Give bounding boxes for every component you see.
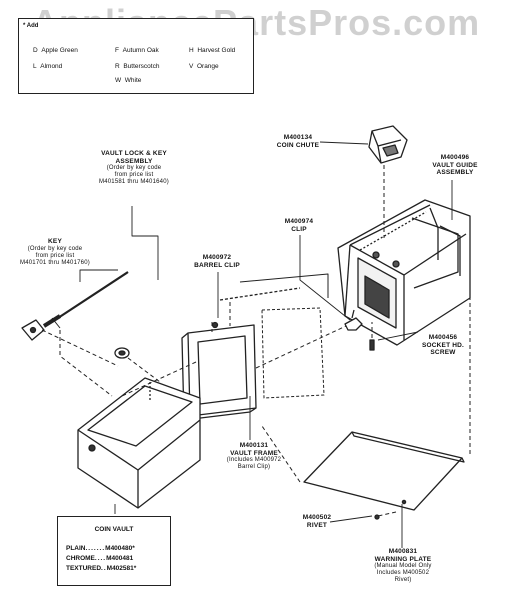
legend-item: W White	[115, 77, 142, 84]
coin-vault-part	[77, 377, 201, 509]
legend-item: F Autumn Oak	[115, 47, 159, 54]
vault-guide-part	[337, 199, 471, 346]
socket-screw-part	[369, 339, 375, 351]
leader-lines	[79, 141, 453, 548]
warning-plate-part	[303, 431, 465, 511]
vault-lock-part	[114, 347, 130, 359]
clip-label: M400974 CLIP	[284, 218, 314, 233]
legend-item: V Orange	[189, 63, 219, 70]
coin-vault-title: COIN VAULT	[94, 526, 134, 533]
legend-item: D Apple Green	[33, 47, 78, 54]
barrel-clip-part	[219, 273, 329, 399]
key-label: KEY (Order by key code from price list M…	[20, 238, 90, 266]
coin-chute-label: M400134 COIN CHUTE	[276, 134, 320, 149]
vault-lock-label: VAULT LOCK & KEY ASSEMBLY (Order by key …	[99, 150, 169, 185]
legend-item: R Butterscotch	[115, 63, 160, 70]
legend-note: * Add	[23, 23, 39, 29]
vault-frame-part	[181, 321, 257, 421]
vault-frame-label: M400131 VAULT FRAME (Includes M400972 Ba…	[226, 442, 282, 470]
coin-vault-table: COIN VAULT PLAIN.......M400480* CHROME..…	[57, 516, 171, 586]
clip-part	[344, 309, 363, 331]
vault-guide-label: M400496 VAULT GUIDE ASSEMBLY	[432, 154, 478, 176]
legend-item: L Almond	[33, 63, 63, 70]
rivet-part	[374, 514, 380, 520]
color-code-legend: * Add D Apple Green F Autumn Oak H Harve…	[18, 18, 254, 94]
rivet-label: M400502 RIVET	[302, 514, 332, 529]
socket-screw-label: M400456 SOCKET HD. SCREW	[421, 334, 465, 356]
assembly-dashed-lines	[41, 165, 471, 517]
barrel-clip-label: M400972 BARREL CLIP	[194, 254, 240, 269]
warning-plate-label: M400831 WARNING PLATE (Manual Model Only…	[374, 548, 432, 583]
coin-vault-row: TEXTURED..M402581*	[66, 565, 137, 572]
coin-vault-row: PLAIN.......M400480*	[66, 545, 135, 552]
coin-chute-part	[368, 125, 408, 164]
coin-vault-row: CHROME....M400481	[66, 555, 134, 562]
legend-item: H Harvest Gold	[189, 47, 236, 54]
key-part	[21, 271, 129, 341]
